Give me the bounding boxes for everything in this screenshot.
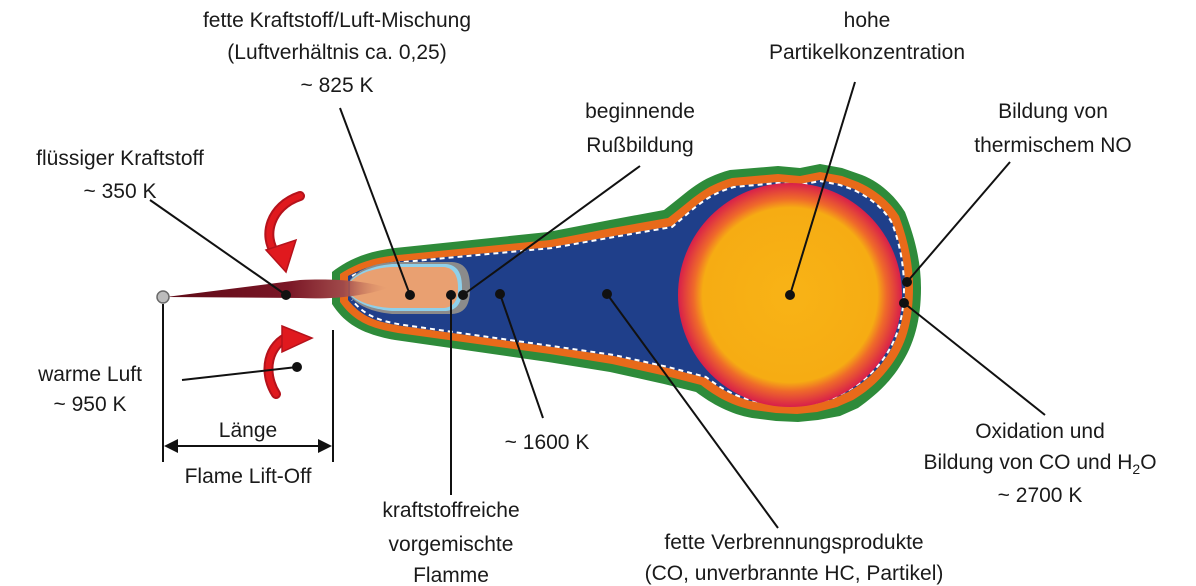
label-laenge: Länge: [219, 419, 277, 442]
label-ox-line2: Bildung von CO und H2O: [923, 451, 1156, 477]
label-hohe-line2: Partikelkonzentration: [769, 41, 965, 64]
label-kraft-line1: kraftstoffreiche: [382, 499, 519, 522]
label-fett-line1: fette Kraftstoff/Luft-Mischung: [203, 9, 471, 32]
label-hohe-line1: hohe: [844, 9, 891, 32]
air-arrow-lower-icon: [268, 326, 312, 394]
label-ox-line2-sub: 2: [1132, 461, 1140, 477]
injector-nozzle: [157, 291, 169, 303]
label-no-line1: Bildung von: [998, 100, 1108, 123]
label-fluessig-line1: flüssiger Kraftstoff: [36, 147, 204, 170]
label-ox-line1: Oxidation und: [975, 420, 1105, 443]
label-warm-line2: ~ 950 K: [54, 393, 127, 416]
label-russ-line2: Rußbildung: [586, 134, 693, 157]
label-prod-line2: (CO, unverbrannte HC, Partikel): [645, 562, 944, 585]
label-no-line2: thermischem NO: [974, 134, 1132, 157]
label-lift-off: Flame Lift-Off: [185, 465, 312, 488]
label-ox-line2-a: Bildung von CO und H: [923, 451, 1132, 474]
label-temp-1600: ~ 1600 K: [505, 431, 590, 454]
label-prod-line1: fette Verbrennungsprodukte: [664, 531, 923, 554]
label-ox-line2-b: O: [1140, 451, 1156, 474]
label-ox-line3: ~ 2700 K: [998, 484, 1083, 507]
label-fett-line3: ~ 825 K: [301, 74, 374, 97]
label-warm-line1: warme Luft: [37, 363, 142, 386]
label-fluessig-line2: ~ 350 K: [84, 180, 157, 203]
air-arrow-upper-icon: [266, 196, 300, 272]
label-russ-line1: beginnende: [585, 100, 695, 123]
label-kraft-line3: Flamme: [413, 564, 489, 586]
label-fett-line2: (Luftverhältnis ca. 0,25): [227, 41, 446, 64]
label-kraft-line2: vorgemischte: [389, 533, 514, 556]
